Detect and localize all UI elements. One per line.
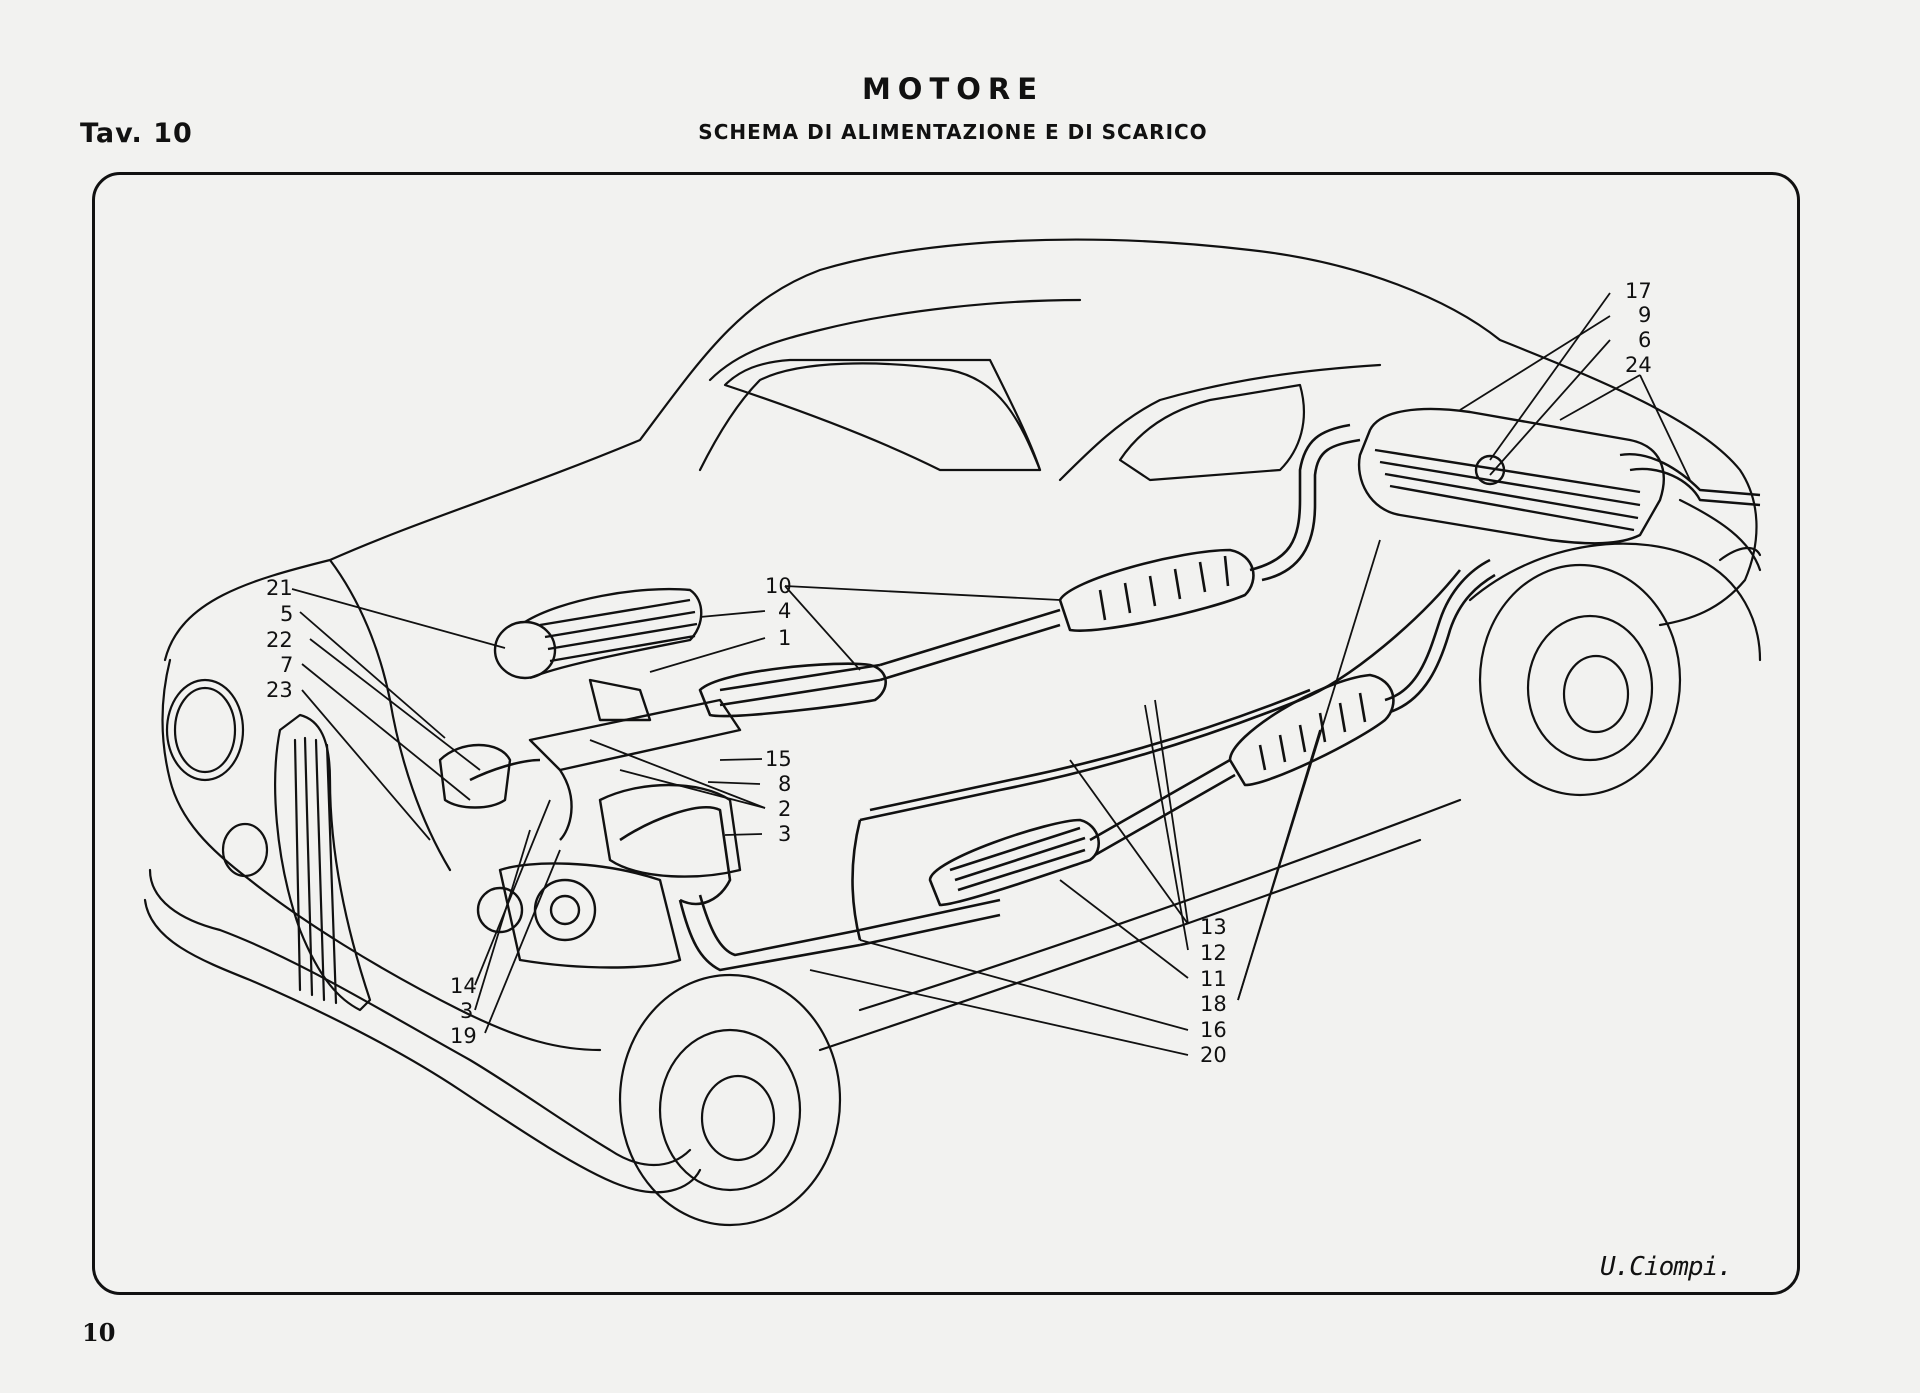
callout-3-left: 3 [460, 999, 473, 1023]
page-number: 10 [82, 1318, 116, 1347]
callout-24: 24 [1625, 353, 1652, 377]
callout-22: 22 [266, 628, 293, 652]
callout-14: 14 [450, 974, 477, 998]
callout-leaders [291, 292, 1691, 1056]
exhaust-system [469, 423, 1496, 972]
callout-7: 7 [280, 653, 293, 677]
illustration-frame [92, 172, 1800, 1295]
callout-5: 5 [280, 602, 293, 626]
engine-assembly [438, 587, 742, 969]
callout-3-right: 3 [778, 822, 791, 846]
callout-4: 4 [778, 599, 791, 623]
callout-10-left: 10 [765, 574, 792, 598]
callout-20: 20 [1200, 1043, 1227, 1067]
callout-15: 15 [765, 747, 792, 771]
artist-signature: U.Ciompi. [1600, 1252, 1733, 1282]
page-subtitle: SCHEMA DI ALIMENTAZIONE E DI SCARICO [698, 120, 1208, 144]
callout-9: 9 [1638, 303, 1651, 327]
callout-21: 21 [266, 576, 293, 600]
callout-16: 16 [1200, 1018, 1227, 1042]
callout-17: 17 [1625, 279, 1652, 303]
callout-23: 23 [266, 678, 293, 702]
callout-1: 1 [778, 626, 791, 650]
callout-18: 18 [1200, 992, 1227, 1016]
callout-labels: 21 5 22 7 23 10 4 1 15 8 2 3 14 3 19 17 … [266, 279, 1652, 1067]
callout-6: 6 [1638, 328, 1651, 352]
page-title: MOTORE [861, 72, 1045, 106]
callout-11: 11 [1200, 967, 1227, 991]
callout-2: 2 [778, 797, 791, 821]
fuel-tank [1357, 407, 1761, 545]
callout-8: 8 [778, 772, 791, 796]
callout-19: 19 [450, 1024, 477, 1048]
callout-12: 12 [1200, 941, 1227, 965]
car-body-outline [143, 238, 1762, 1227]
plate-number: Tav. 10 [80, 118, 193, 149]
callout-13: 13 [1200, 915, 1227, 939]
